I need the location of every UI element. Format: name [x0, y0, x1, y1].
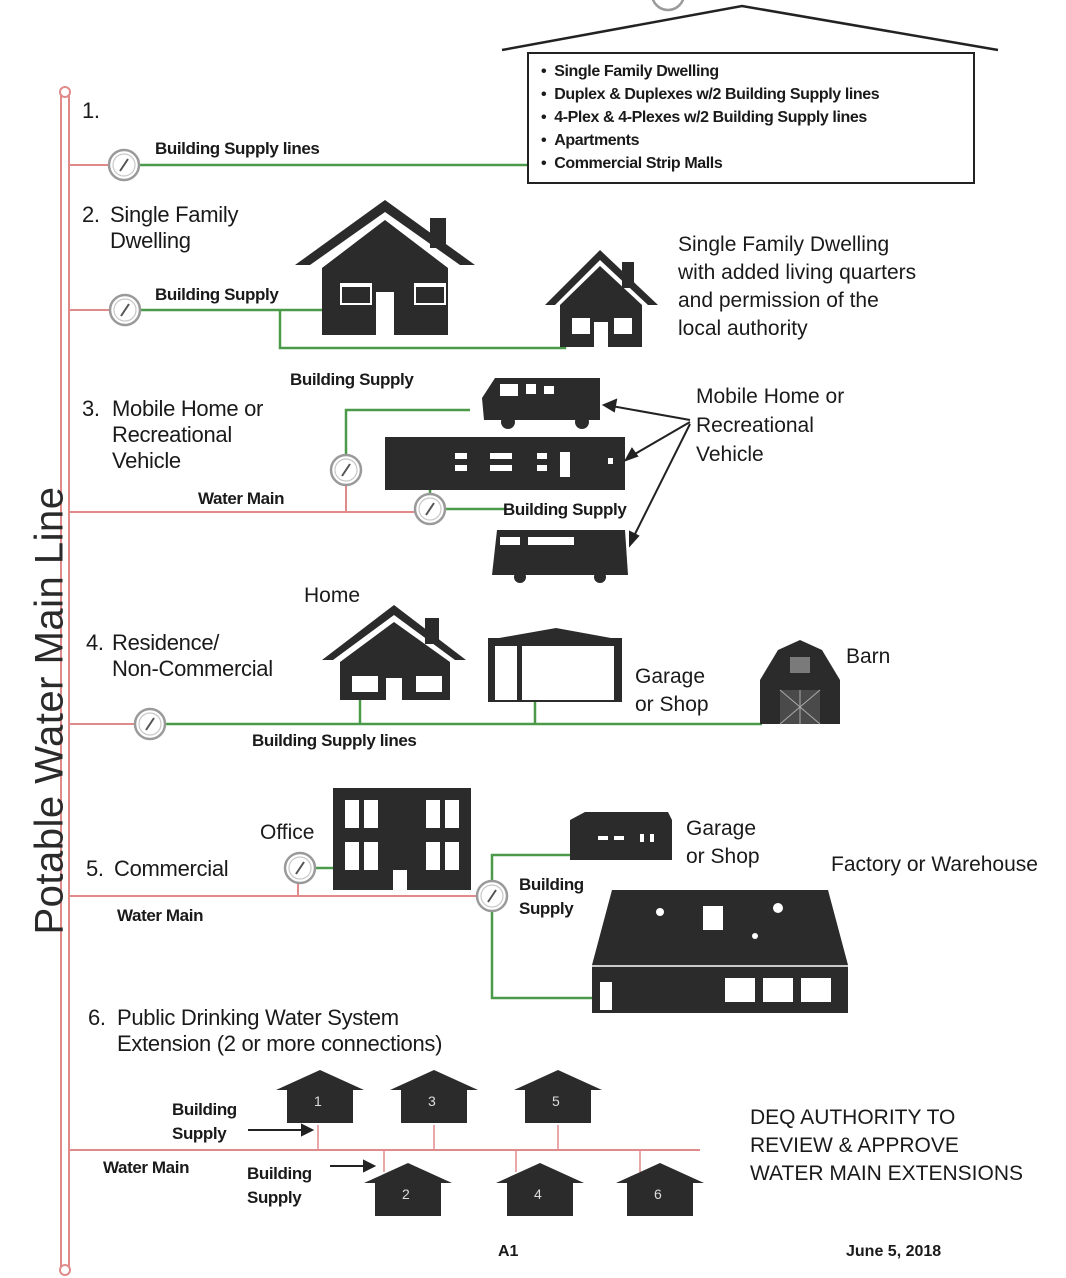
water-meter: [108, 293, 142, 327]
barn-icon: [760, 640, 840, 725]
home-icon: [322, 605, 466, 700]
barn-label: Barn: [846, 645, 891, 668]
lot-number: 2: [402, 1186, 410, 1202]
building-supply-label: Building Supply: [172, 1100, 237, 1143]
water-meter: [475, 879, 509, 913]
office-building: [333, 788, 471, 890]
potable-water-main-line: [59, 86, 71, 1276]
water-main-label: Water Main: [198, 489, 285, 508]
mobile-rv-label: Mobile Home or Recreational Vehicle: [696, 385, 845, 466]
section-6-title: Public Drinking Water System Extension (…: [117, 1005, 443, 1056]
rv-trailer: [492, 530, 628, 583]
water-meter: [413, 492, 447, 526]
water-meter: [107, 148, 141, 182]
lot-number: 3: [428, 1093, 436, 1109]
building-supply-label: Building Supply: [155, 285, 279, 304]
building-supply-label: Building Supply: [247, 1164, 312, 1207]
section-1-number: 1.: [82, 98, 100, 123]
section-6-number: 6.: [88, 1005, 106, 1030]
building-supply-label: Building Supply: [503, 500, 627, 519]
section-3-title: Mobile Home or Recreational Vehicle: [112, 396, 264, 473]
shop-icon: [570, 812, 672, 860]
building-roof-outline: [501, 4, 999, 52]
section-5-number: 5.: [86, 856, 104, 881]
section-3-number: 3.: [82, 396, 100, 421]
building-supply-lines-label: Building Supply lines: [252, 731, 417, 750]
building-types-box: Single Family Dwelling Duplex & Duplexes…: [527, 52, 975, 184]
water-main-label: Water Main: [103, 1158, 190, 1177]
lot-number: 1: [314, 1093, 322, 1109]
building-supply-lines-label: Building Supply lines: [155, 139, 320, 158]
water-meter: [283, 851, 317, 885]
section-2-title: Single Family Dwelling: [110, 202, 239, 253]
added-quarters-label: Single Family Dwelling with added living…: [678, 233, 917, 340]
lot-number: 6: [654, 1186, 662, 1202]
building-type-item: Commercial Strip Malls: [541, 152, 973, 175]
section-5-lines: [69, 851, 592, 1000]
lot-number: 4: [534, 1186, 542, 1202]
house-large: [295, 200, 475, 335]
water-main-label: Water Main: [117, 906, 204, 925]
section-1-lines: [69, 148, 527, 182]
building-type-item: 4-Plex & 4-Plexes w/2 Building Supply li…: [541, 106, 973, 129]
water-meter: [329, 453, 363, 487]
section-4-title: Residence/ Non-Commercial: [112, 630, 273, 681]
building-type-item: Apartments: [541, 129, 973, 152]
mobile-home: [385, 437, 625, 490]
rv-pointer-arrows: [601, 398, 691, 548]
office-label: Office: [260, 821, 315, 844]
garage-icon: [488, 628, 622, 702]
building-type-item: Single Family Dwelling: [541, 60, 973, 83]
top-meter: [651, 0, 685, 12]
garage-shop-label: Garage or Shop: [686, 817, 760, 868]
building-supply-label: Building Supply: [519, 875, 584, 918]
section-4-number: 4.: [86, 630, 104, 655]
main-line-label: Potable Water Main Line: [27, 486, 72, 935]
section-2-number: 2.: [82, 202, 100, 227]
page-number: A1: [498, 1243, 519, 1260]
water-meter: [133, 707, 167, 741]
house-small: [545, 250, 658, 347]
section-2-lines: [69, 293, 567, 350]
factory-icon: [592, 890, 848, 1013]
rv-motorhome: [482, 378, 600, 429]
section-6-lines: [69, 1125, 700, 1172]
home-label: Home: [304, 584, 361, 607]
factory-label: Factory or Warehouse: [831, 853, 1038, 876]
deq-authority-note: DEQ AUTHORITY TO REVIEW & APPROVE WATER …: [750, 1106, 1024, 1185]
building-type-item: Duplex & Duplexes w/2 Building Supply li…: [541, 83, 973, 106]
section-5-title: Commercial: [114, 856, 229, 881]
section-3-lines: [69, 408, 505, 526]
supply-arrows: [248, 1123, 377, 1173]
building-supply-label: Building Supply: [290, 370, 414, 389]
lot-houses: [276, 1070, 704, 1216]
section-4-lines: [69, 700, 762, 741]
footer-date: June 5, 2018: [846, 1243, 942, 1260]
lot-number: 5: [552, 1093, 560, 1109]
garage-shop-label: Garage or Shop: [635, 665, 709, 716]
